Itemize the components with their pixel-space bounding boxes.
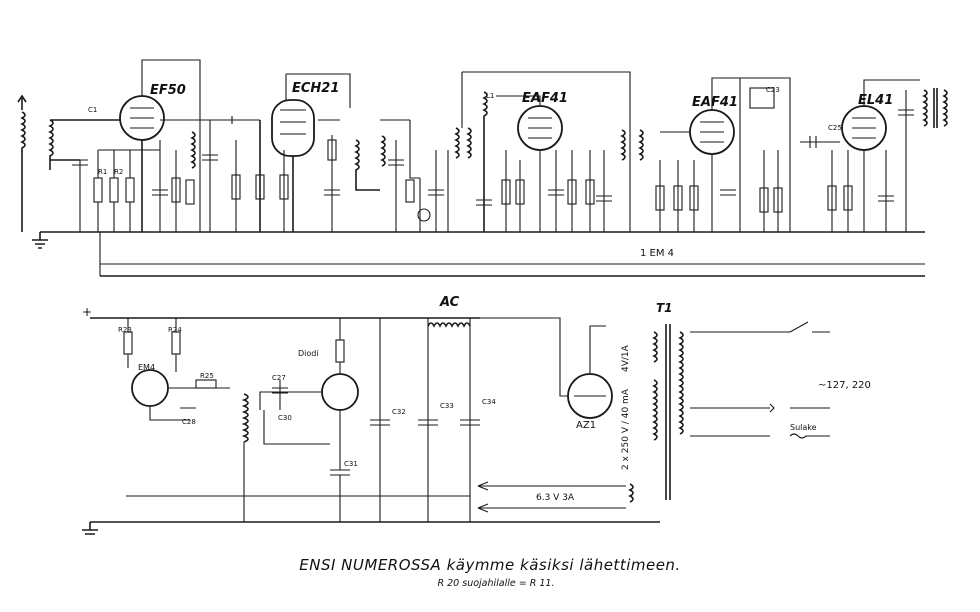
transformer-label: T1	[656, 301, 673, 315]
svg-text:R1: R1	[98, 168, 107, 176]
component-labels: R1 R2 C1 L1 C25 C23 R23 R24 R25 C27 C30 …	[88, 86, 842, 468]
ac-label: AC	[439, 295, 460, 310]
diode-label: Diodi	[298, 349, 319, 358]
output-transformer	[922, 88, 948, 128]
svg-text:C34: C34	[482, 398, 496, 406]
svg-text:C28: C28	[182, 418, 196, 426]
tube-az1-label: AZ1	[576, 420, 596, 431]
tube-ef50-label: EF50	[150, 83, 186, 98]
hv-winding-label: 2 x 250 V / 40 mA	[621, 388, 631, 470]
tube-el41-label: EL41	[858, 93, 893, 108]
tube-eaf41-2-label: EAF41	[692, 95, 738, 110]
svg-text:C30: C30	[278, 414, 292, 422]
svg-text:C31: C31	[344, 460, 358, 468]
svg-text:L1: L1	[486, 92, 494, 100]
svg-text:C27: C27	[272, 374, 286, 382]
svg-text:R23: R23	[118, 326, 132, 334]
svg-text:C33: C33	[440, 402, 454, 410]
heater-winding-label: 4V/1A	[621, 344, 631, 372]
caption-main: ENSI NUMEROSSA käymme käsiksi lähettimee…	[299, 556, 681, 574]
svg-text:R25: R25	[200, 372, 214, 380]
resistor-bank-1	[93, 149, 160, 232]
svg-text:R24: R24	[168, 326, 182, 334]
power-transformer	[628, 324, 684, 503]
antenna-coil	[20, 111, 26, 232]
ground-symbol	[32, 232, 48, 249]
diode-tube	[321, 373, 359, 411]
lamp-winding-label: 6.3 V 3A	[536, 493, 575, 503]
caption-sub: R 20 suojahilalle = R 11.	[437, 578, 555, 589]
tube-eaf41-1-label: EAF41	[522, 91, 568, 106]
tube-em4-label: EM4	[138, 363, 155, 372]
svg-text:C1: C1	[88, 106, 97, 114]
ground-bus-label: 1 EM 4	[640, 248, 674, 259]
mains-voltage-label: ~127, 220	[818, 380, 871, 391]
svg-text:R2: R2	[114, 168, 123, 176]
fuse-label: Sulake	[790, 423, 817, 432]
svg-text:C32: C32	[392, 408, 406, 416]
svg-text:C23: C23	[766, 86, 780, 94]
filter-choke	[427, 322, 471, 328]
tube-ech21	[271, 99, 315, 157]
svg-text:C25: C25	[828, 124, 842, 132]
svg-text:+: +	[82, 305, 92, 319]
tube-ech21-label: ECH21	[292, 81, 339, 96]
tube-em4	[131, 369, 169, 407]
